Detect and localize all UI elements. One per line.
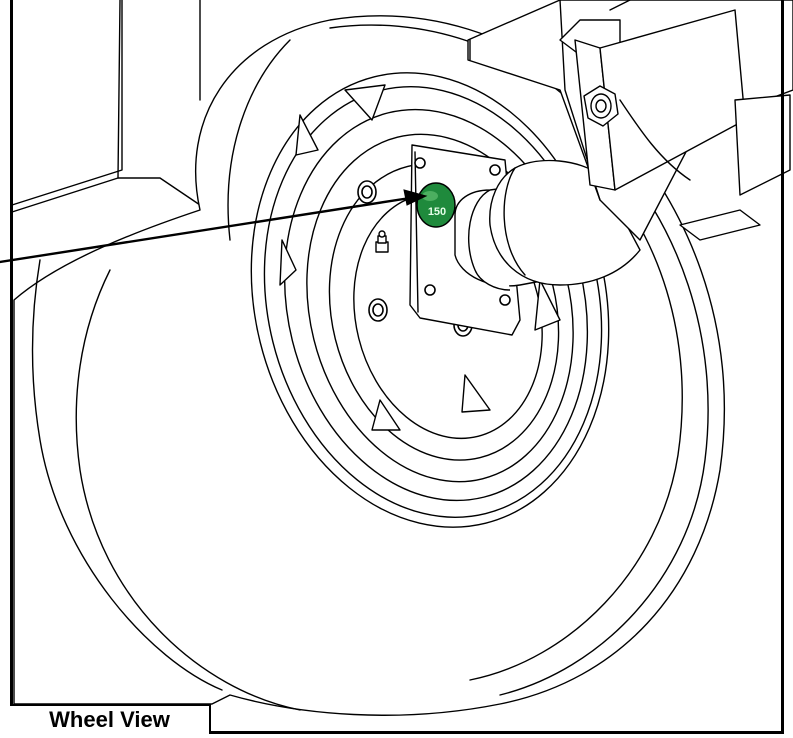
machine-frame-left [11, 0, 201, 213]
decal-label: 150 [428, 206, 446, 218]
decal-highlight [422, 191, 438, 201]
decal: 150 [416, 182, 456, 228]
view-caption: Wheel View [10, 704, 211, 734]
decal-disc [416, 182, 456, 228]
view-caption-text: Wheel View [49, 707, 170, 732]
hex-nut [583, 85, 619, 127]
grease-fitting [375, 230, 389, 253]
bracket [467, 0, 793, 241]
rim-vent-holes [279, 84, 561, 431]
pointer-arrow [0, 189, 428, 264]
